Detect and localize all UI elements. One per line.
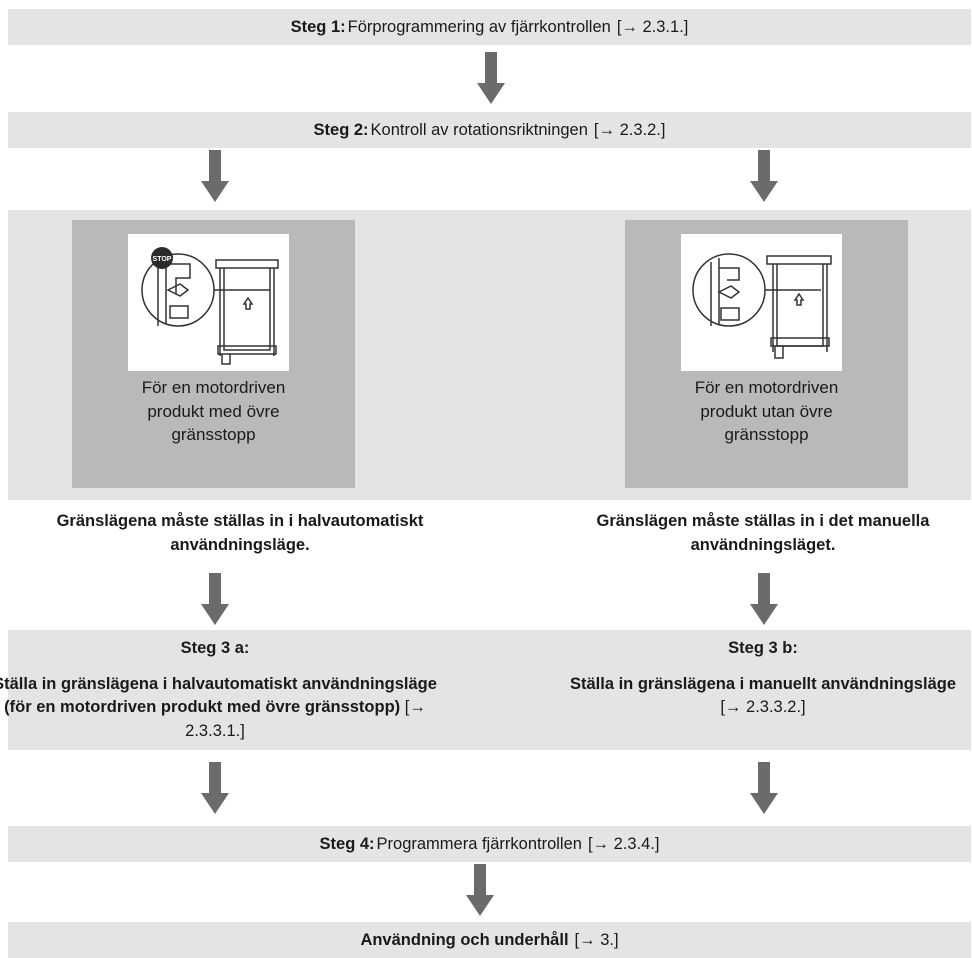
step2-text: Kontroll av rotationsriktningen	[370, 120, 588, 139]
left-note: Gränslägena måste ställas in i halvautom…	[56, 512, 424, 554]
final-text: Användning och underhåll	[360, 930, 569, 949]
arrow-down-icon	[466, 864, 494, 916]
right-note: Gränslägen måste ställas in i det manuel…	[596, 512, 930, 554]
arrow-down-icon	[750, 150, 778, 202]
product-with-limit-stop-illustration: STOP	[128, 234, 289, 371]
step3a-text: Ställa in gränslägena i halvautomatiskt …	[0, 674, 437, 717]
step4-band: Steg 4:Programmera fjärrkontrollen [→ 2.3…	[8, 826, 971, 862]
step3b-ref-link[interactable]: [→ 2.3.3.2.]	[720, 698, 806, 716]
arrow-down-icon	[201, 573, 229, 625]
step3b-heading: Steg 3 b:	[728, 639, 798, 657]
arrow-down-icon	[477, 52, 505, 104]
step4-ref-link[interactable]: [→ 2.3.4.]	[587, 834, 660, 853]
step1-ref-link[interactable]: [→ 2.3.1.]	[616, 17, 689, 36]
step3a-block: Steg 3 a: Ställa in gränslägena i halvau…	[0, 637, 450, 743]
step1-band: Steg 1:Förprogrammering av fjärrkontroll…	[8, 9, 971, 45]
step3b-text: Ställa in gränslägena i manuellt användn…	[569, 674, 957, 693]
left-card-caption: För en motordriven produkt med övre grän…	[141, 378, 286, 444]
step3b-block: Steg 3 b: Ställa in gränslägena i manuel…	[528, 637, 972, 720]
arrow-down-icon	[750, 762, 778, 814]
step2-label: Steg 2:	[313, 120, 369, 139]
arrow-down-icon	[750, 573, 778, 625]
right-product-card: För en motordriven produkt utan övre grä…	[625, 220, 908, 488]
step1-text: Förprogrammering av fjärrkontrollen	[347, 17, 611, 36]
product-without-limit-stop-illustration	[681, 234, 842, 371]
step3a-heading: Steg 3 a:	[180, 639, 250, 657]
arrow-down-icon	[201, 762, 229, 814]
step4-text: Programmera fjärrkontrollen	[376, 834, 582, 853]
stop-sign-icon: STOP	[153, 256, 172, 263]
arrow-down-icon	[201, 150, 229, 202]
step3-row	[8, 630, 971, 750]
step4-label: Steg 4:	[319, 834, 375, 853]
final-band: Användning och underhåll [→ 3.]	[8, 922, 971, 958]
right-card-caption: För en motordriven produkt utan övre grä…	[694, 378, 839, 444]
step3a-ref-link[interactable]: [→ 2.3.3.1.]	[185, 698, 426, 740]
step2-band: Steg 2:Kontroll av rotationsriktningen [→…	[8, 112, 971, 148]
step1-label: Steg 1:	[290, 17, 346, 36]
left-product-card: STOP För en motordriven produkt med övre…	[72, 220, 355, 488]
step2-ref-link[interactable]: [→ 2.3.2.]	[593, 120, 666, 139]
final-ref-link[interactable]: [→ 3.]	[574, 930, 619, 949]
